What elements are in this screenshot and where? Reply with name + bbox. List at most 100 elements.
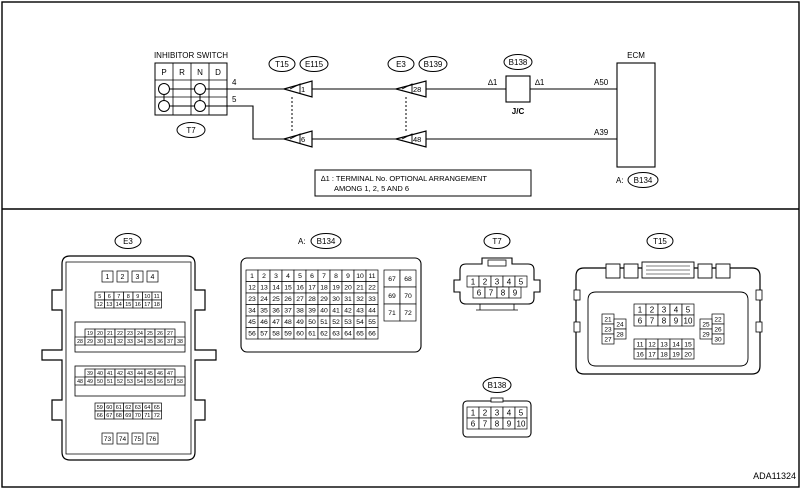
pin-number: 24 bbox=[137, 331, 143, 337]
pin-number: 22 bbox=[368, 285, 376, 292]
pin-number: 70 bbox=[404, 293, 412, 300]
pin-number: 6 bbox=[638, 316, 643, 325]
pin-number: 63 bbox=[332, 331, 340, 338]
pin-number: 5 bbox=[519, 277, 524, 286]
pin-number: 2 bbox=[483, 277, 488, 286]
pin-number: 60 bbox=[106, 405, 112, 411]
pin-cell bbox=[514, 417, 528, 430]
pin-number: 7 bbox=[483, 419, 488, 428]
pin-number: 1 bbox=[471, 277, 476, 286]
pin-number: 48 bbox=[284, 319, 292, 326]
t7-view-tag-label: T7 bbox=[492, 237, 502, 246]
b134-view-prefix: A: bbox=[298, 237, 306, 246]
pin-number: 62 bbox=[125, 405, 131, 411]
pin-number: 46 bbox=[157, 371, 163, 377]
pin-number: 64 bbox=[144, 405, 150, 411]
pin-number: 28 bbox=[77, 339, 83, 345]
b138-tag-label: B138 bbox=[509, 58, 528, 67]
pin-number: 61 bbox=[116, 405, 122, 411]
pin-number: 10 bbox=[144, 294, 150, 300]
pin-number: 66 bbox=[368, 331, 376, 338]
inhibitor-switch-title: INHIBITOR SWITCH bbox=[154, 51, 228, 60]
pin-number: 67 bbox=[106, 413, 112, 419]
b134-view-tag bbox=[310, 233, 342, 249]
pin-number: 34 bbox=[137, 339, 143, 345]
pin-cell bbox=[146, 432, 159, 445]
pin-number: 8 bbox=[662, 316, 667, 325]
pin-number: 18 bbox=[660, 351, 668, 358]
pin-number: 16 bbox=[135, 302, 141, 308]
pin-cell bbox=[101, 270, 114, 283]
pin-number: 65 bbox=[154, 405, 160, 411]
pin-number: 4 bbox=[674, 305, 679, 314]
t15-tag bbox=[268, 56, 296, 72]
pin-number: 75 bbox=[134, 436, 142, 443]
pin-number: 59 bbox=[97, 405, 103, 411]
pin-number: 50 bbox=[97, 379, 103, 385]
pin-number: 32 bbox=[356, 296, 364, 303]
pin-number: 20 bbox=[684, 351, 692, 358]
pin-number: 3 bbox=[495, 408, 500, 417]
pin-number: 64 bbox=[344, 331, 352, 338]
pin-cell bbox=[174, 336, 186, 346]
b139-tag bbox=[418, 56, 448, 72]
b134-view-tag-label: B134 bbox=[317, 237, 336, 246]
pin-number: 53 bbox=[127, 379, 133, 385]
pin-number: 49 bbox=[87, 379, 93, 385]
t15-view-tag-label: T15 bbox=[653, 237, 667, 246]
pin-number: 34 bbox=[248, 308, 256, 315]
t15-pin-1-terminal bbox=[281, 80, 313, 98]
e3-pin-48-label: 48 bbox=[413, 135, 421, 144]
pin-number: 28 bbox=[308, 296, 316, 303]
pin-number: 43 bbox=[356, 308, 364, 315]
pin-number: 49 bbox=[296, 319, 304, 326]
pin-number: 7 bbox=[117, 294, 120, 300]
pin-number: 35 bbox=[260, 308, 268, 315]
pin-number: 58 bbox=[177, 379, 183, 385]
t15-pin-6-terminal bbox=[281, 130, 313, 148]
pin-number: 55 bbox=[368, 319, 376, 326]
contact-n-top bbox=[194, 83, 206, 95]
pin-4-label: 4 bbox=[232, 78, 237, 87]
pin-number: 76 bbox=[149, 436, 157, 443]
e115-tag bbox=[299, 56, 329, 72]
pin-number: 42 bbox=[344, 308, 352, 315]
pin-number: 24 bbox=[260, 296, 268, 303]
t7-view-tag bbox=[483, 233, 511, 249]
t7-connector-tag bbox=[176, 122, 206, 138]
pin-number: 44 bbox=[368, 308, 376, 315]
pin-cell bbox=[151, 410, 162, 420]
pin-number: 14 bbox=[672, 341, 680, 348]
pin-number: 2 bbox=[121, 274, 125, 281]
t7-tag-label: T7 bbox=[186, 126, 196, 135]
pin-number: 66 bbox=[97, 413, 103, 419]
pin-number: 33 bbox=[368, 296, 376, 303]
pin-number: 33 bbox=[127, 339, 133, 345]
pin-number: 7 bbox=[650, 316, 655, 325]
pin-number: 2 bbox=[262, 273, 266, 280]
pin-number: 69 bbox=[388, 293, 396, 300]
pin-number: 7 bbox=[489, 288, 494, 297]
position-n: N bbox=[197, 68, 203, 77]
pin-number: 30 bbox=[714, 336, 722, 343]
e3-pin-28-terminal bbox=[393, 80, 427, 98]
pin-number: 8 bbox=[495, 419, 500, 428]
pin-number: 29 bbox=[702, 331, 710, 338]
note-line-2: AMONG 1, 2, 5 AND 6 bbox=[334, 184, 409, 193]
pin-cell bbox=[399, 303, 417, 322]
pin-number: 3 bbox=[274, 273, 278, 280]
pin-number: 22 bbox=[117, 331, 123, 337]
pin-number: 53 bbox=[344, 319, 352, 326]
pin-number: 18 bbox=[154, 302, 160, 308]
pin-number: 2 bbox=[483, 408, 488, 417]
pin-number: 40 bbox=[320, 308, 328, 315]
pin-number: 10 bbox=[356, 273, 364, 280]
pin-number: 37 bbox=[167, 339, 173, 345]
pin-number: 39 bbox=[87, 371, 93, 377]
pin-number: 16 bbox=[636, 351, 644, 358]
pin-cell bbox=[174, 376, 186, 386]
pin-number: 15 bbox=[125, 302, 131, 308]
pin-cell bbox=[131, 270, 144, 283]
